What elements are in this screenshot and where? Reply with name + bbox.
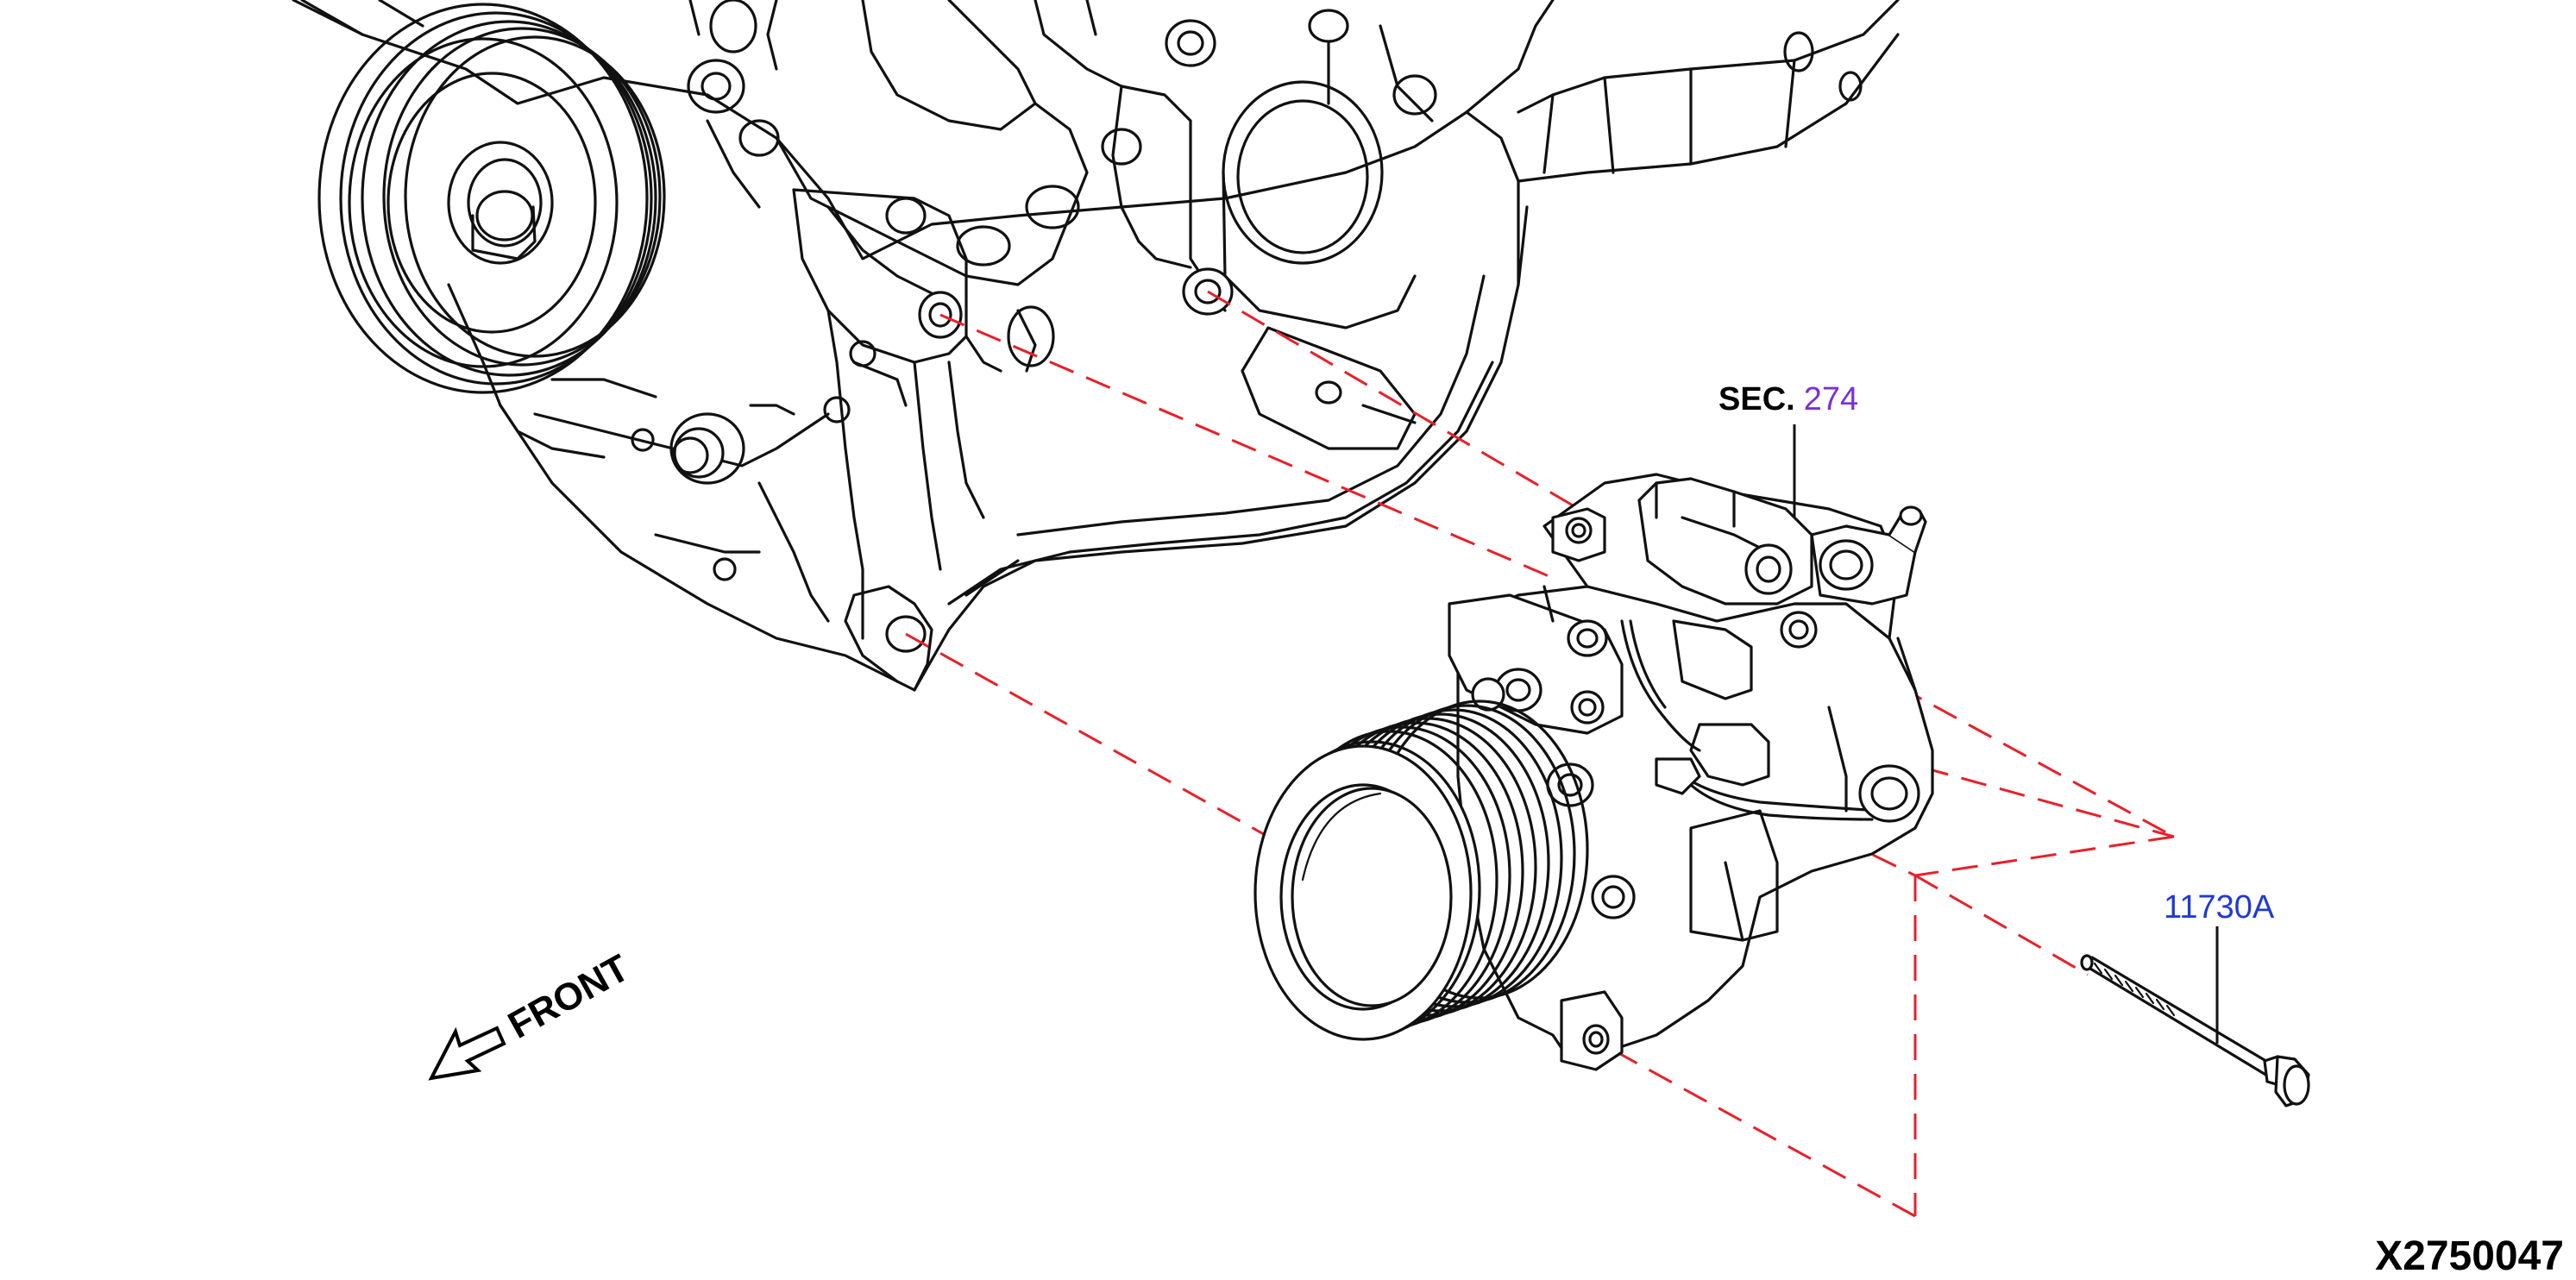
front-label: FRONT	[501, 946, 636, 1046]
front-arrow-icon	[428, 1026, 506, 1081]
mounting-bolt	[2080, 954, 2310, 1107]
drawing-id-label: X2750047	[2375, 1233, 2564, 1279]
part-number-link[interactable]: 11730A	[2164, 889, 2275, 925]
ac-compressor	[1253, 473, 1934, 1071]
front-indicator: FRONT	[428, 946, 636, 1081]
crankshaft-pulley	[300, 0, 666, 394]
section-number-link[interactable]: 274	[1804, 381, 1858, 417]
compressor-pulley	[1253, 700, 1589, 1041]
section-prefix-label: SEC.	[1718, 381, 1795, 417]
